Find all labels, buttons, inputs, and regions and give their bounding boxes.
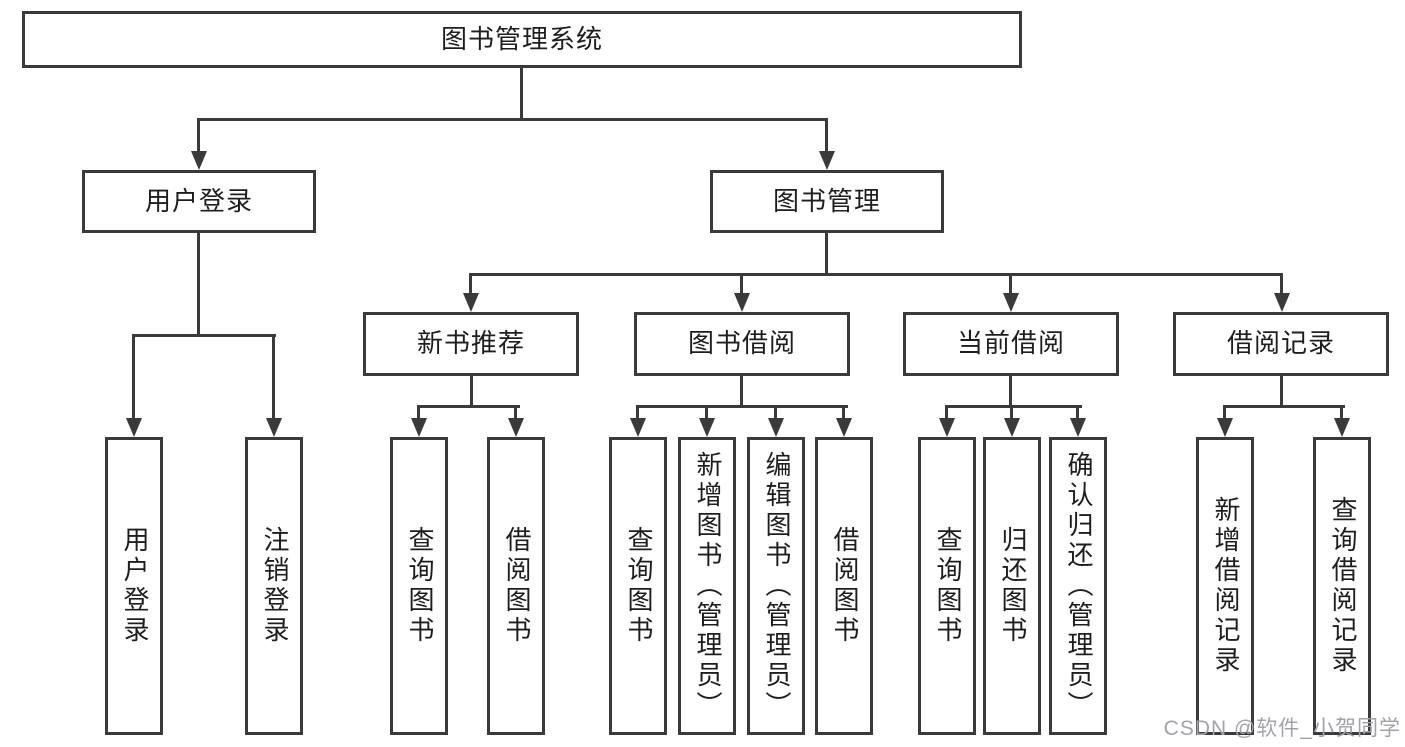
node-root: 图书管理系统 xyxy=(22,11,1022,68)
leaf-add-book-admin-label: 新增图书（管理员） xyxy=(692,451,723,721)
leaf-query-books-borrowing-label: 查询图书 xyxy=(623,526,654,646)
connector xyxy=(945,405,948,421)
arrowhead-icon xyxy=(266,418,282,437)
arrowhead-icon xyxy=(1004,418,1020,437)
node-book-borrowing: 图书借阅 xyxy=(634,312,850,376)
connector xyxy=(417,405,520,408)
connector xyxy=(469,273,472,295)
leaf-add-borrow-record: 新增借阅记录 xyxy=(1196,437,1254,735)
connector xyxy=(636,405,848,408)
node-new-book-recommend-label: 新书推荐 xyxy=(416,328,525,359)
connector xyxy=(1340,405,1343,421)
connector xyxy=(825,233,828,274)
connector xyxy=(1009,376,1012,408)
node-current-borrowing-label: 当前借阅 xyxy=(956,328,1065,359)
node-borrowing-records-label: 借阅记录 xyxy=(1226,328,1335,359)
connector xyxy=(272,334,275,420)
leaf-return-books: 归还图书 xyxy=(983,437,1041,735)
node-user-login-label: 用户登录 xyxy=(144,185,253,216)
connector xyxy=(1280,273,1283,295)
leaf-user-login-label: 用户登录 xyxy=(119,526,150,646)
connector xyxy=(1280,376,1283,408)
arrowhead-icon xyxy=(1070,418,1086,437)
connector xyxy=(520,68,523,120)
arrowhead-icon xyxy=(191,151,207,170)
connector xyxy=(705,405,708,421)
leaf-borrow-books-borrowing: 借阅图书 xyxy=(815,437,873,735)
connector xyxy=(197,118,828,121)
arrowhead-icon xyxy=(630,418,646,437)
connector xyxy=(740,376,743,408)
leaf-user-login: 用户登录 xyxy=(105,437,163,735)
connector xyxy=(774,405,777,421)
leaf-add-borrow-record-label: 新增借阅记录 xyxy=(1210,496,1241,676)
leaf-query-borrow-record: 查询借阅记录 xyxy=(1313,437,1371,735)
connector xyxy=(825,118,828,153)
leaf-borrow-books-recommend: 借阅图书 xyxy=(487,437,545,735)
leaf-query-books-recommend-label: 查询图书 xyxy=(404,526,435,646)
node-borrowing-records: 借阅记录 xyxy=(1173,312,1389,376)
leaf-edit-book-admin: 编辑图书（管理员） xyxy=(747,437,805,735)
arrowhead-icon xyxy=(836,418,852,437)
node-root-label: 图书管理系统 xyxy=(440,23,603,54)
arrowhead-icon xyxy=(1334,418,1350,437)
leaf-borrow-books-borrowing-label: 借阅图书 xyxy=(829,526,860,646)
arrowhead-icon xyxy=(411,418,427,437)
arrowhead-icon xyxy=(819,151,835,170)
node-book-borrowing-label: 图书借阅 xyxy=(687,328,796,359)
connector xyxy=(132,334,135,420)
connector xyxy=(1010,405,1013,421)
connector xyxy=(842,405,845,421)
leaf-query-borrow-record-label: 查询借阅记录 xyxy=(1327,496,1358,676)
csdn-watermark: CSDN @软件_小贺同学 xyxy=(1163,717,1401,740)
node-new-book-recommend: 新书推荐 xyxy=(363,312,579,376)
arrowhead-icon xyxy=(768,418,784,437)
leaf-query-books-borrowing: 查询图书 xyxy=(609,437,667,735)
connector xyxy=(470,376,473,408)
arrowhead-icon xyxy=(734,293,750,312)
leaf-query-books-current-label: 查询图书 xyxy=(932,526,963,646)
arrowhead-icon xyxy=(1274,293,1290,312)
leaf-borrow-books-recommend-label: 借阅图书 xyxy=(501,526,532,646)
arrowhead-icon xyxy=(126,418,142,437)
connector xyxy=(636,405,639,421)
connector xyxy=(469,273,1283,276)
leaf-query-books-recommend: 查询图书 xyxy=(390,437,448,735)
leaf-confirm-return-admin: 确认归还（管理员） xyxy=(1049,437,1107,735)
arrowhead-icon xyxy=(1003,293,1019,312)
node-user-login: 用户登录 xyxy=(82,170,316,233)
arrowhead-icon xyxy=(939,418,955,437)
connector xyxy=(740,273,743,295)
connector xyxy=(417,405,420,421)
arrowhead-icon xyxy=(463,293,479,312)
node-book-management: 图书管理 xyxy=(710,170,944,233)
arrowhead-icon xyxy=(699,418,715,437)
leaf-query-books-current: 查询图书 xyxy=(918,437,976,735)
leaf-edit-book-admin-label: 编辑图书（管理员） xyxy=(761,451,792,721)
arrowhead-icon xyxy=(1217,418,1233,437)
connector xyxy=(1009,273,1012,295)
leaf-logout-label: 注销登录 xyxy=(259,526,290,646)
node-book-management-label: 图书管理 xyxy=(772,185,881,216)
connector xyxy=(1076,405,1079,421)
connector xyxy=(197,233,200,337)
connector xyxy=(945,405,1082,408)
leaf-logout: 注销登录 xyxy=(245,437,303,735)
connector xyxy=(132,334,276,337)
connector xyxy=(1223,405,1226,421)
node-current-borrowing: 当前借阅 xyxy=(903,312,1119,376)
connector xyxy=(1223,405,1345,408)
connector xyxy=(514,405,517,421)
leaf-confirm-return-admin-label: 确认归还（管理员） xyxy=(1063,451,1094,721)
leaf-return-books-label: 归还图书 xyxy=(997,526,1028,646)
connector xyxy=(197,118,200,153)
arrowhead-icon xyxy=(508,418,524,437)
leaf-add-book-admin: 新增图书（管理员） xyxy=(678,437,736,735)
